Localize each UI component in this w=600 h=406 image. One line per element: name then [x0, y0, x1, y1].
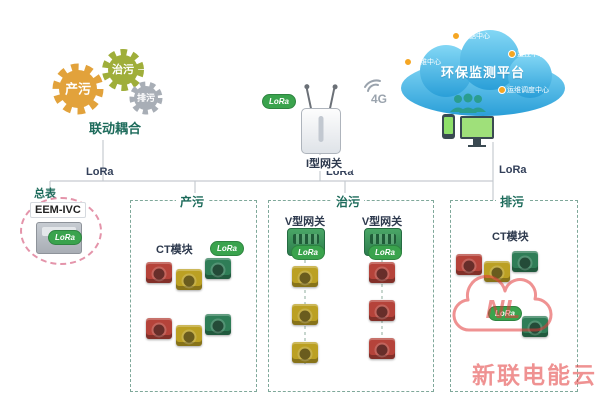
meter-model-chip: EEM-IVC [30, 202, 86, 218]
cloud-node-icon [404, 58, 412, 66]
gear-produce-icon: 产污 [52, 63, 104, 115]
bus-lora-left: LoRa [86, 166, 114, 178]
ct-module-yellow [176, 325, 202, 346]
ct-module-yellow [292, 304, 318, 325]
ct-module-green [512, 251, 538, 272]
cloud-node-data-center: 数据中心 [462, 33, 490, 40]
cloud-node-ops-center: 运维中心 [413, 59, 441, 66]
gear-produce-label: 产污 [65, 82, 91, 97]
section-produce-box [130, 200, 257, 392]
cloud-node-icon [452, 32, 460, 40]
cloud-node-monitor-center: 监控中心 [517, 51, 545, 58]
lora-badge: LoRa [291, 245, 325, 260]
ct-module-yellow [292, 266, 318, 287]
gear-treat-label: 治污 [112, 62, 134, 76]
cloud-node-dispatch-center: 运维调度中心 [507, 87, 549, 94]
ct-module-red [369, 338, 395, 359]
ct-module-red [369, 262, 395, 283]
ct-module-yellow [484, 261, 510, 282]
lora-badge: LoRa [48, 230, 82, 245]
section-discharge-box [450, 200, 578, 392]
phone-icon [442, 114, 455, 139]
ct-module-red [146, 318, 172, 339]
lora-badge: LoRa [210, 241, 244, 256]
ct-module-yellow [176, 269, 202, 290]
gear-discharge-label: 排污 [137, 92, 155, 103]
cloud-node-icon [508, 50, 516, 58]
4g-signal-icon: 4G [364, 79, 387, 106]
lora-badge: LoRa [368, 245, 402, 260]
lora-badge: LoRa [488, 306, 522, 321]
bus-lora-right: LoRa [499, 164, 527, 176]
cloud-platform-title: 环保监测平台 [440, 65, 525, 80]
gear-treat-icon: 治污 [102, 49, 144, 91]
ct-module-label: CT模块 [492, 231, 529, 243]
i-gateway-device [301, 108, 341, 154]
meter-boundary-circle [20, 197, 102, 265]
ct-module-green [522, 316, 548, 337]
ct-module-label: CT模块 [156, 244, 193, 256]
4g-label: 4G [371, 92, 387, 106]
users-icon [450, 93, 486, 113]
ct-module-red [456, 254, 482, 275]
section-produce-label: 产污 [176, 193, 209, 210]
ct-module-red [369, 300, 395, 321]
cloud-node-icon [498, 86, 506, 94]
v-gateway-label: V型网关 [284, 216, 326, 228]
gear-discharge-icon: 排污 [129, 81, 163, 115]
i-gateway-label: I型网关 [296, 155, 352, 171]
ct-module-green [205, 314, 231, 335]
linkage-caption: 联动耦合 [88, 121, 141, 136]
ct-module-yellow [292, 342, 318, 363]
lora-badge: LoRa [262, 94, 296, 109]
ct-module-red [146, 262, 172, 283]
section-discharge-label: 排污 [496, 193, 529, 210]
v-gateway-label: V型网关 [361, 216, 403, 228]
monitor-icon [460, 116, 494, 139]
ct-module-green [205, 258, 231, 279]
cloud-icon [401, 30, 565, 116]
section-treat-label: 治污 [332, 193, 365, 210]
